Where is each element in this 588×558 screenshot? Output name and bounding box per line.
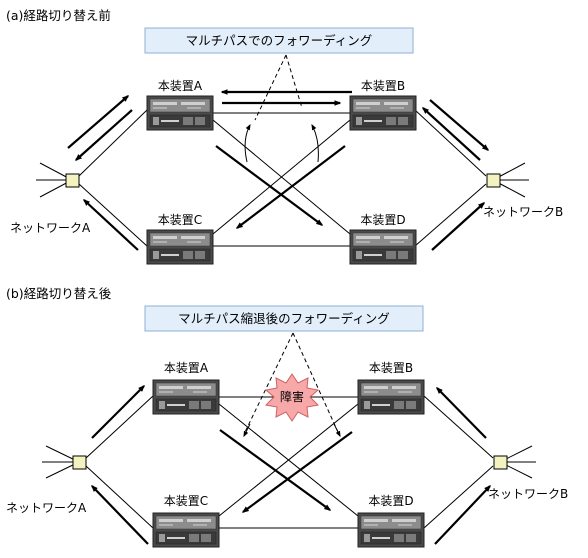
device-c-icon bbox=[146, 229, 214, 265]
device-a-icon bbox=[146, 95, 214, 131]
callout-arrowheads-b bbox=[243, 423, 341, 438]
section-a: (a)経路切り替え前 マルチパスでのフォワーディング bbox=[6, 8, 563, 265]
network-a-label-b: ネットワークA bbox=[6, 501, 87, 515]
device-b-icon-b bbox=[357, 379, 425, 415]
network-a-node-b bbox=[72, 455, 87, 470]
device-b-icon bbox=[349, 95, 417, 131]
network-b-node bbox=[486, 173, 501, 188]
device-c-label: 本装置C bbox=[158, 213, 202, 227]
links-a bbox=[78, 109, 487, 247]
traffic-arrows-a bbox=[67, 89, 490, 251]
traffic-arrows-b bbox=[91, 385, 491, 545]
device-d-icon bbox=[349, 229, 417, 265]
network-b-label: ネットワークB bbox=[483, 205, 563, 219]
section-b: (b)経路切り替え後 マルチパス縮退後のフォワーディング bbox=[6, 286, 568, 548]
network-a-label: ネットワークA bbox=[10, 221, 91, 235]
links-b bbox=[85, 395, 494, 529]
device-a-label: 本装置A bbox=[158, 79, 203, 93]
device-d-label: 本装置D bbox=[360, 213, 405, 227]
device-d-label-b: 本装置D bbox=[368, 494, 413, 508]
device-d-icon-b bbox=[357, 512, 425, 548]
curved-arrows-a bbox=[244, 123, 319, 163]
fault-label: 障害 bbox=[280, 389, 304, 404]
device-b-label-b: 本装置B bbox=[369, 361, 413, 375]
callout-a-pointer bbox=[254, 54, 303, 121]
device-b-label: 本装置B bbox=[361, 79, 405, 93]
callout-a-text: マルチパスでのフォワーディング bbox=[186, 33, 373, 48]
network-b-label-b: ネットワークB bbox=[488, 487, 568, 501]
callout-a-box bbox=[144, 27, 414, 54]
section-b-title: (b)経路切り替え後 bbox=[6, 286, 112, 301]
device-c-icon-b bbox=[152, 512, 220, 548]
network-a-node bbox=[65, 173, 80, 188]
network-b-node-b bbox=[493, 455, 508, 470]
device-a-label-b: 本装置A bbox=[164, 361, 209, 375]
device-c-label-b: 本装置C bbox=[164, 494, 208, 508]
callout-b-pointer bbox=[244, 332, 339, 433]
callout-b-text: マルチパス縮退後のフォワーディング bbox=[178, 311, 390, 326]
callout-b-box bbox=[144, 305, 424, 332]
section-a-title: (a)経路切り替え前 bbox=[6, 8, 111, 23]
device-a-icon-b bbox=[152, 379, 220, 415]
fault-burst-icon bbox=[264, 373, 320, 422]
